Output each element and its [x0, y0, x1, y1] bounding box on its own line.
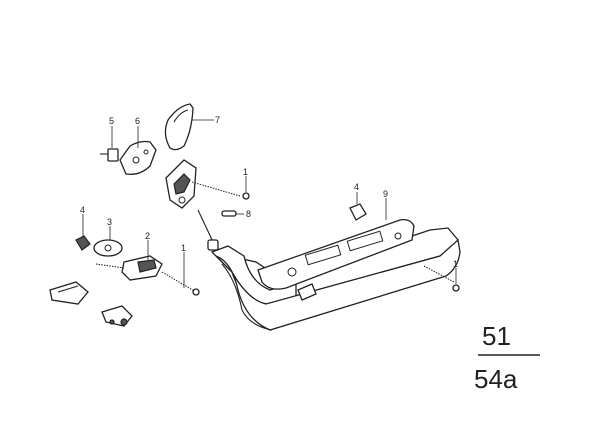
callout-2: 2 [145, 231, 150, 241]
part-3-plate [93, 226, 123, 257]
part-4-clip-left [75, 214, 91, 251]
part-1-screw-left [161, 252, 200, 296]
callout-9: 9 [383, 189, 388, 199]
cover-cap [49, 281, 89, 305]
reference-block: 51 54a [474, 321, 540, 394]
callout-3: 3 [107, 217, 112, 227]
part-4-clip-right [349, 192, 367, 221]
callout-1-left: 1 [181, 243, 186, 253]
hinge-mechanism [165, 159, 241, 251]
callout-4-right: 4 [354, 182, 359, 192]
callout-7: 7 [215, 115, 220, 125]
part-2-bracket [95, 240, 163, 281]
part-5-clip [100, 126, 119, 162]
callout-5: 5 [109, 116, 114, 126]
callout-6: 6 [135, 116, 140, 126]
part-8-pin [221, 210, 244, 217]
part-1-screw-right [423, 265, 460, 292]
reference-sheet: 54a [474, 364, 518, 394]
small-clip-bottom [101, 305, 133, 327]
reference-group: 51 [482, 321, 511, 351]
part-6-bracket [119, 126, 157, 175]
callout-1-right: 1 [453, 259, 458, 269]
callout-1-top: 1 [243, 167, 248, 177]
part-7-cover [164, 103, 214, 151]
callout-4-left: 4 [80, 205, 85, 215]
part-9-tray [257, 198, 415, 301]
part-1-screw-top [242, 176, 250, 200]
callout-8: 8 [246, 209, 251, 219]
